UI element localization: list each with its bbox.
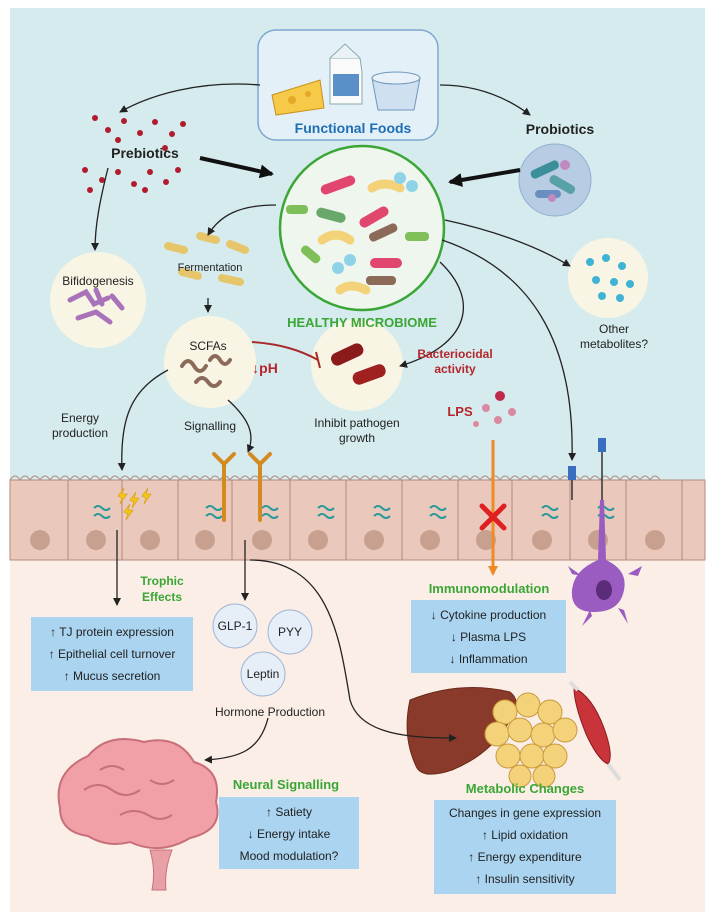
scfas-label: SCFAs [189,339,227,353]
immuno-item: ↓ Cytokine production [430,608,547,622]
hormone-production-label: Hormone Production [214,705,326,719]
metabolic-item: Changes in gene expression [448,806,602,820]
immunomodulation-label: Immunomodulation [428,581,550,596]
immuno-box: ↓ Cytokine production ↓ Plasma LPS ↓ Inf… [411,600,566,673]
inhibit-pathogen-line1: Inhibit pathogen [314,416,400,430]
neural-box: ↑ Satiety ↓ Energy intake Mood modulatio… [219,797,359,869]
metabolic-item: ↑ Energy expenditure [468,850,582,864]
metabolic-item: ↑ Insulin sensitivity [475,872,575,886]
lps-label: LPS [447,404,473,419]
prebiotics-label: Prebiotics [111,145,179,161]
arrow-neural [204,717,269,764]
arrow-microbiome-tlr [441,239,577,461]
other-metabolites-circle [568,238,648,318]
trophic-effects-line1: Trophic [140,574,184,588]
trophic-box: ↑ TJ protein expression ↑ Epithelial cel… [31,617,193,691]
epithelium [9,438,706,561]
immuno-item: ↓ Plasma LPS [450,630,527,644]
pyy-label: PYY [277,625,303,639]
arrow-metabolic [249,559,457,742]
fermentation-bacteria [164,232,249,286]
ph-label: ↓pH [252,360,278,376]
energy-production-line1: Energy [60,411,100,425]
functional-foods-box [257,29,439,141]
block-x [479,503,507,531]
trophic-item: ↑ Mucus secretion [63,669,161,683]
scfa-circle [164,316,256,408]
muscle [568,680,622,782]
leptin-label: Leptin [246,667,280,681]
inhibit-pathogen-line2: growth [338,431,376,445]
brain [57,738,219,891]
metabolic-changes-label: Metabolic Changes [465,781,585,796]
fat-cells [484,692,578,788]
hormone-circles [212,603,313,697]
bacteriocidal-line2: activity [434,362,476,376]
glp1-label: GLP-1 [217,619,253,633]
microbiome-circle [278,144,446,312]
trophic-item: ↑ Epithelial cell turnover [48,647,176,661]
arrow-microbiome-metabolites [444,219,571,267]
metabolic-item: ↑ Lipid oxidation [481,828,569,842]
energy-production-line2: production [51,426,109,440]
neural-item: ↓ Energy intake [247,827,331,841]
signalling-label: Signalling [183,419,237,433]
arrow-foods-prebiotics [119,83,261,113]
neural-item: ↑ Satiety [265,805,313,819]
neural-item: Mood modulation? [239,849,339,863]
bifidogenesis-circle [50,252,146,348]
other-metabolites-line1: Other [598,322,630,336]
fermentation-label: Fermentation [177,262,243,274]
probiotics-label: Probiotics [525,121,595,137]
arrow-scfa-energy [117,369,169,471]
metabolic-box: Changes in gene expression ↑ Lipid oxida… [434,800,616,894]
trophic-item: ↑ TJ protein expression [50,625,174,639]
trophic-effects-line2: Effects [141,590,183,604]
arrow-prebiotics-bifido [91,167,109,251]
other-metabolites-line2: metabolites? [579,337,649,351]
arrow-foods-probiotics [439,84,531,116]
arrow-prebiotics-microbiome [199,156,274,179]
healthy-microbiome-label: HEALTHY MICROBIOME [287,315,437,330]
prebiotic-particles [82,115,186,193]
arrow-microbiome-fermentation [207,204,277,236]
bacteriocidal-line1: Bacteriocidal [417,347,493,361]
bifidogenesis-label: Bifidogenesis [62,274,134,288]
functional-foods-label: Functional Foods [294,120,412,136]
lps-particles [473,391,516,427]
pathogen-circle [311,319,403,411]
immuno-item: ↓ Inflammation [449,652,528,666]
dendritic-cell [568,500,642,626]
arrow-probiotics-microbiome [448,168,521,187]
probiotics-sphere [518,143,592,217]
neural-signalling-label: Neural Signalling [232,777,340,792]
arrow-scfa-signalling [227,399,255,453]
arrow-microbiome-bacteriocidal [399,261,464,368]
inhibition-line [251,341,321,369]
